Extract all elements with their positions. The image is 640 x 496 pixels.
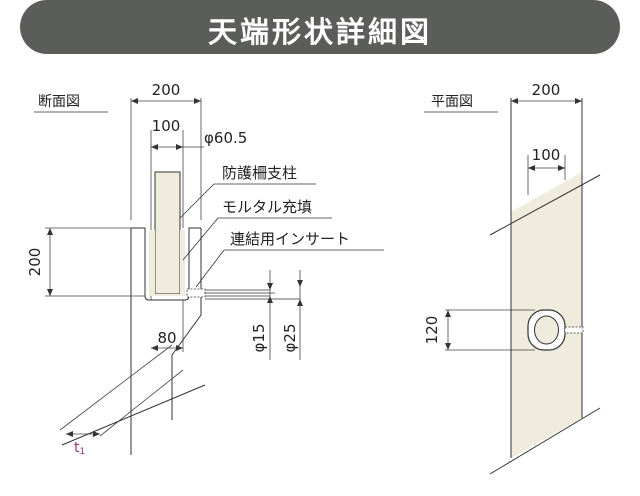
dim-arrows-height	[47, 228, 53, 296]
thickness-guide-2	[99, 369, 184, 437]
plan-break-top	[489, 174, 601, 236]
section-dim-height: 200	[26, 248, 44, 277]
plan-break-bottom	[489, 407, 601, 475]
page-title: 天端形状詳細図	[207, 15, 432, 49]
dim-arrows-phi25	[297, 280, 303, 306]
section-dim-pipe: φ60.5	[204, 129, 247, 147]
post-shape	[154, 171, 181, 295]
section-dim-bottom: 80	[157, 329, 176, 347]
mortar-fill	[149, 230, 185, 296]
section-dim-width: 200	[152, 81, 181, 99]
plan-insert-shape	[564, 326, 584, 334]
ground-line	[61, 384, 206, 446]
section-dim-phi25: φ25	[281, 324, 299, 353]
callout-leader-insert	[195, 249, 225, 288]
plan-view: 平面図 200 100 120	[423, 81, 601, 475]
section-label: 断面図	[38, 94, 80, 110]
section-dim-inner: 100	[152, 117, 181, 135]
pillar-right-edge	[171, 228, 202, 420]
plan-socket-inner	[534, 315, 559, 345]
callout-leader-post	[179, 183, 215, 219]
dim-arrows-width	[131, 98, 201, 104]
dim-arrows-phi15	[267, 283, 273, 303]
plan-dim-height: 120	[423, 316, 441, 345]
section-view: 断面図 200 100 φ60.5 200 8	[26, 81, 384, 457]
dim-arrows-inner	[151, 144, 183, 150]
insert-shape	[186, 288, 206, 298]
thickness-label: t1	[74, 440, 85, 457]
plan-dim-inner: 100	[532, 146, 561, 164]
callout-insert: 連結用インサート	[230, 230, 350, 248]
thickness-guide-1	[59, 344, 173, 431]
plan-label: 平面図	[431, 94, 473, 110]
callout-post: 防護柵支柱	[222, 164, 297, 182]
dim-arrows-thickness	[66, 431, 100, 437]
section-dim-phi15: φ15	[250, 324, 268, 353]
title-banner: 天端形状詳細図	[20, 0, 620, 54]
dim-arrows-bottom	[151, 345, 183, 351]
callout-mortar: モルタル充填	[222, 198, 312, 216]
plan-dim-width: 200	[532, 81, 561, 99]
callout-leader-mortar	[182, 217, 219, 261]
